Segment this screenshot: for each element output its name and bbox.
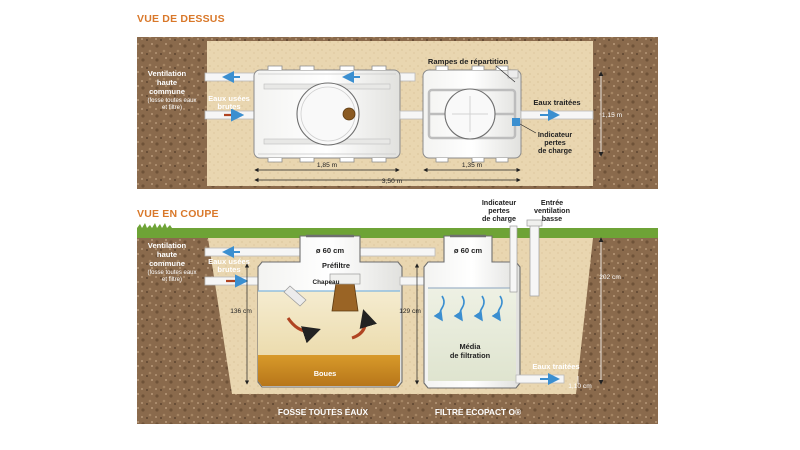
section-dim-total-label: 202 cm [599, 274, 621, 281]
top-label-ventilation-2: haute [157, 78, 177, 87]
section-label-indicateur-3: de charge [482, 214, 516, 223]
top-fosse-tank [253, 65, 401, 163]
top-label-rampes: Rampes de répartition [428, 57, 509, 66]
top-label-ventilation-1: Ventilation [148, 69, 187, 78]
circulation-arrow-right [351, 309, 377, 340]
section-label-ventilation-note-2: et filtre) [162, 277, 182, 283]
section-label-filtre-name: FILTRE ECOPACT O® [435, 407, 522, 417]
section-label-ventilation-note-1: (fosse toutes eaux [147, 270, 196, 276]
section-label-ventilation-2: haute [157, 250, 177, 259]
media-flow-arrow-1 [433, 295, 445, 322]
section-grass [137, 228, 658, 238]
section-label-media-2: de filtration [450, 351, 491, 360]
section-label-eaux-traitees: Eaux traitées [532, 362, 579, 371]
top-indicator-tube [512, 118, 520, 126]
section-connecting-pipe [399, 276, 427, 286]
section-label-entree-2: ventilation [534, 206, 570, 215]
top-dim-total-label: 3,50 m [382, 178, 403, 185]
sludge-layer [258, 355, 400, 386]
section-label-prefiltre: Préfiltre [322, 261, 350, 270]
prefilter-cap-icon [342, 107, 356, 121]
top-label-indicateur-3: de charge [538, 146, 572, 155]
section-dim-outlet-label: 1,10 cm [568, 383, 592, 390]
section-label-media-1: Média [460, 342, 482, 351]
section-dim-fosse-label: 136 cm [230, 308, 252, 315]
section-label-ventilation-1: Ventilation [148, 241, 187, 250]
section-label-diam-fosse: ø 60 cm [316, 246, 345, 255]
section-label-entree-1: Entrée [541, 198, 563, 207]
top-dim-width-label: 1,15 m [602, 112, 623, 119]
top-view-group: Ventilation haute commune (fosse toutes … [137, 37, 658, 189]
section-label-indicateur-1: Indicateur [482, 198, 517, 207]
top-dim-filtre-label: 1,35 m [462, 162, 483, 169]
top-label-ventilation-note-1: (fosse toutes eaux [147, 98, 196, 104]
section-view-group: Ventilation haute commune (fosse toutes … [137, 198, 658, 424]
section-label-ventilation-3: commune [149, 259, 185, 268]
section-indicator-pipe [509, 225, 518, 293]
top-label-indicateur-1: Indicateur [538, 130, 573, 139]
top-dim-fosse-label: 1,85 m [317, 162, 338, 169]
section-label-entree-3: basse [542, 214, 562, 223]
top-label-eaux-usees-2: brutes [217, 102, 240, 111]
section-label-chapeau: Chapeau [313, 279, 340, 286]
chapeau-icon [329, 273, 361, 285]
media-flow-arrow-2 [453, 295, 465, 322]
section-view-title: VUE EN COUPE [137, 208, 219, 220]
section-fosse-tank [257, 234, 403, 388]
section-label-diam-filtre: ø 60 cm [454, 246, 483, 255]
top-label-eaux-traitees: Eaux traitées [533, 98, 580, 107]
section-dim-filtre-label: 129 cm [399, 308, 421, 315]
top-view-title: VUE DE DESSUS [137, 13, 225, 25]
section-vent-basse-pipe [529, 223, 540, 297]
media-flow-arrow-3 [473, 295, 485, 322]
section-filtre-tank [423, 234, 521, 389]
section-label-fosse-name: FOSSE TOUTES EAUX [278, 407, 369, 417]
section-label-eaux-usees-2: brutes [217, 265, 240, 274]
top-label-ventilation-3: commune [149, 87, 185, 96]
top-label-eaux-usees-1: Eaux usées [208, 94, 250, 103]
top-indicateur-leader [519, 123, 537, 134]
top-connecting-pipe [399, 110, 425, 120]
section-label-boues: Boues [314, 369, 337, 378]
top-rampes-leader [495, 65, 516, 83]
circulation-arrow-left [286, 317, 321, 344]
top-label-indicateur-2: pertes [544, 138, 566, 147]
section-label-indicateur-2: pertes [488, 206, 510, 215]
top-label-ventilation-note-2: et filtre) [162, 105, 182, 111]
prefilter-icon [331, 282, 359, 312]
media-flow-arrow-4 [491, 295, 503, 322]
top-filtre-tank [422, 65, 522, 163]
section-label-eaux-usees-1: Eaux usées [208, 257, 250, 266]
